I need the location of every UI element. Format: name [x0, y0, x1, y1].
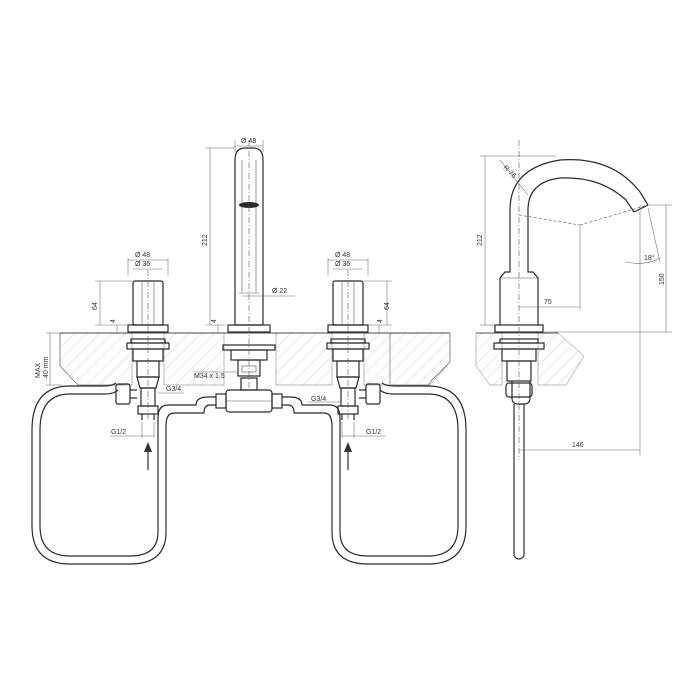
spout-height-label: 212: [202, 234, 209, 246]
left-valve-inlet-nut: [115, 383, 137, 405]
right-g34-label: G3/4: [311, 396, 326, 403]
max-thickness-dimension: MAX 40 mm: [35, 332, 62, 386]
side-height-212-label: 212: [477, 234, 484, 246]
t-connector: [215, 377, 283, 413]
right-handle-d36-label: Ø 36: [335, 261, 350, 268]
side-reach-75-label: 75: [544, 299, 552, 306]
max-label-line2: 40 mm: [43, 356, 50, 378]
left-handle-d36-label: Ø 36: [135, 261, 150, 268]
left-g34-label: G3/4: [166, 386, 181, 393]
thread-labels: M34 x 1.5 G3/4 G3/4 G1/2 G1/2: [110, 371, 386, 438]
right-handle-dimensions: Ø 48 Ø 36 64 4: [327, 252, 392, 332]
side-dimensions: 212 R 76 18° 150 75 146: [477, 155, 672, 455]
right-g12-label: G1/2: [366, 429, 381, 436]
supply-hoses: [31, 382, 467, 565]
left-handle: [126, 270, 170, 420]
left-g12-label: G1/2: [111, 429, 126, 436]
right-inflow-arrow: [344, 442, 352, 470]
side-angle-label: 18°: [644, 254, 655, 262]
spout-base-label: 4: [211, 319, 218, 323]
left-inflow-arrow: [144, 442, 152, 470]
right-valve-inlet-nut: [359, 383, 381, 405]
spout: [222, 140, 276, 390]
countertop-section-front: [59, 332, 451, 386]
side-radius-label: R 76: [502, 164, 517, 179]
thread-m34-label: M34 x 1.5: [194, 373, 225, 380]
max-label-line1: MAX: [35, 363, 42, 379]
countertop-section-side: [475, 332, 585, 386]
spout-diameter-label: Ø 48: [241, 138, 256, 145]
side-spout: [493, 140, 649, 560]
right-base-4-label: 4: [377, 319, 384, 323]
max-thickness-label: MAX 40 mm: [35, 356, 50, 378]
right-handle: [326, 270, 370, 420]
left-handle-d48-label: Ø 48: [135, 252, 150, 259]
spout-tube-diameter-label: Ø 22: [272, 288, 287, 295]
left-handle-dimensions: Ø 48 Ø 36 64 4: [92, 252, 169, 332]
right-height-64-label: 64: [384, 302, 391, 310]
left-height-64-label: 64: [92, 302, 99, 310]
left-base-4-label: 4: [110, 319, 117, 323]
spout-dimensions: Ø 48 212 Ø 22 4: [202, 138, 295, 332]
side-height-150-label: 150: [659, 273, 666, 285]
right-handle-d48-label: Ø 48: [335, 252, 350, 259]
side-reach-146-label: 146: [572, 442, 584, 449]
